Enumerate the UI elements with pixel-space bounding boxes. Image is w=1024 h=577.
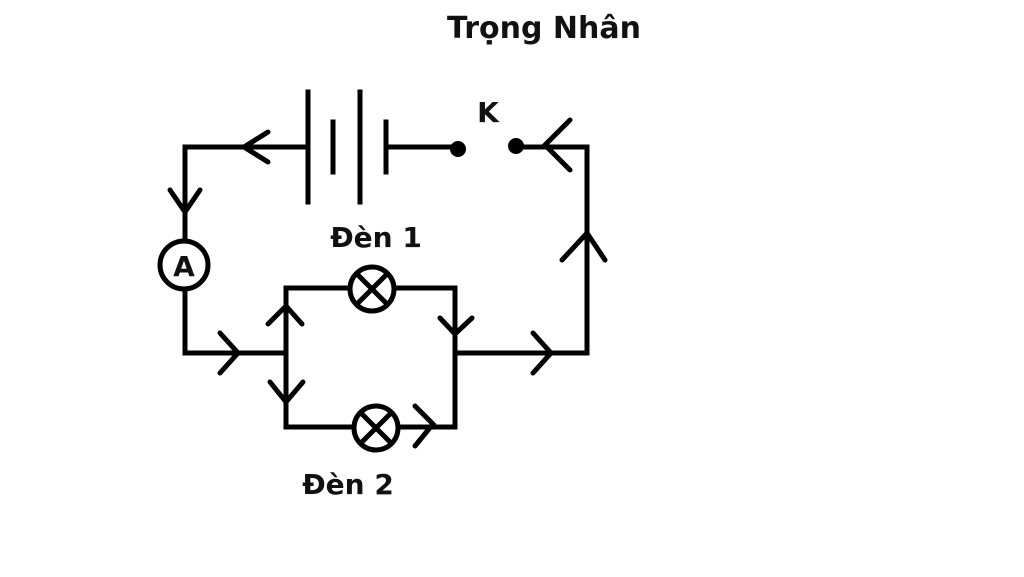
arrow-right-bottom-right: [530, 330, 555, 376]
switch-contact-left: [450, 141, 466, 157]
arrow-right-lamp2: [412, 403, 437, 449]
battery: [305, 89, 389, 205]
arrow-left-switch: [541, 117, 573, 173]
parallel-branch-frame: [283, 285, 590, 430]
switch-contact-right: [508, 138, 524, 154]
arrow-down-branch-right: [437, 315, 475, 338]
arrow-left-top: [239, 129, 271, 165]
wire-left-bottom: [182, 286, 289, 356]
ammeter-label: A: [173, 250, 195, 283]
wire-top-right: [383, 144, 590, 356]
arrow-down-left: [167, 187, 203, 217]
arrow-down-branch: [267, 379, 306, 406]
arrow-up-branch: [265, 302, 305, 327]
lamp-1: [347, 264, 397, 314]
author-title: Trọng Nhân: [447, 11, 641, 46]
switch-k: [450, 138, 524, 157]
ammeter: A: [157, 238, 211, 292]
wire-top-left: [182, 144, 308, 243]
lamp2-label: Đèn 2: [302, 468, 394, 501]
arrow-right-bottom-left: [217, 330, 242, 376]
lamp-2: [351, 403, 401, 453]
arrow-up-right: [559, 228, 608, 263]
switch-label: K: [477, 96, 500, 129]
lamp1-label: Đèn 1: [330, 221, 422, 254]
